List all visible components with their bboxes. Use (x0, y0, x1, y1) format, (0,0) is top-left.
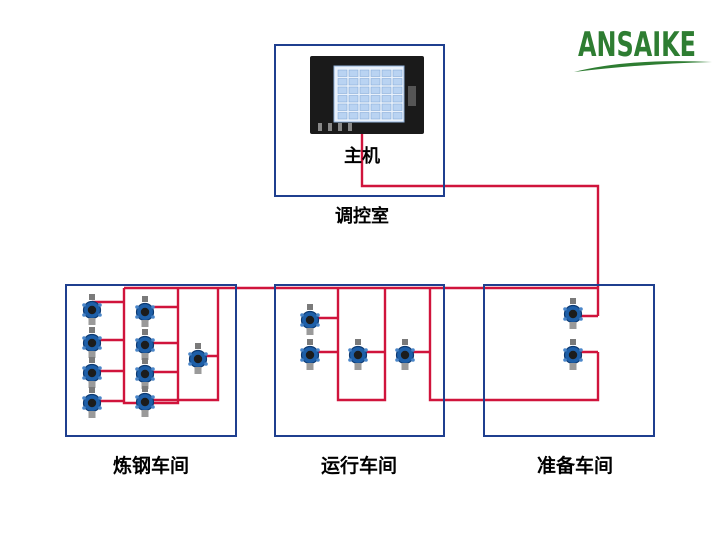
control-room-label: 调控室 (335, 205, 389, 227)
detector-group (82, 294, 583, 418)
logo-text: ANSAIKE (578, 25, 696, 65)
gas-detector-icon (135, 329, 155, 360)
gas-detector-icon (300, 339, 320, 370)
workshop-label-operation: 运行车间 (321, 454, 397, 477)
logo-swoosh (574, 61, 712, 72)
gas-detector-icon (82, 294, 102, 325)
gas-detector-icon (82, 357, 102, 388)
gas-detector-icon (135, 386, 155, 417)
gas-detector-icon (563, 339, 583, 370)
workshop-label-steelmaking: 炼钢车间 (113, 454, 189, 477)
gas-detector-icon (395, 339, 415, 370)
gas-detector-icon (300, 304, 320, 335)
gas-detector-icon (82, 327, 102, 358)
gas-detector-icon (348, 339, 368, 370)
steelmaking-workshop-box (65, 284, 237, 437)
wiring (92, 130, 600, 405)
preparation-workshop-box (483, 284, 655, 437)
gas-detector-icon (135, 358, 155, 389)
control-room-box (274, 44, 445, 197)
operation-workshop-box (274, 284, 445, 437)
gas-detector-icon (563, 298, 583, 329)
gas-detector-icon (82, 387, 102, 418)
ansaike-logo: ANSAIKE (574, 25, 712, 72)
host-label: 主机 (344, 145, 380, 167)
gas-detector-icon (135, 296, 155, 327)
gas-detector-icon (188, 343, 208, 374)
controller-monitor-icon (310, 56, 424, 134)
workshop-label-preparation: 准备车间 (537, 454, 613, 477)
